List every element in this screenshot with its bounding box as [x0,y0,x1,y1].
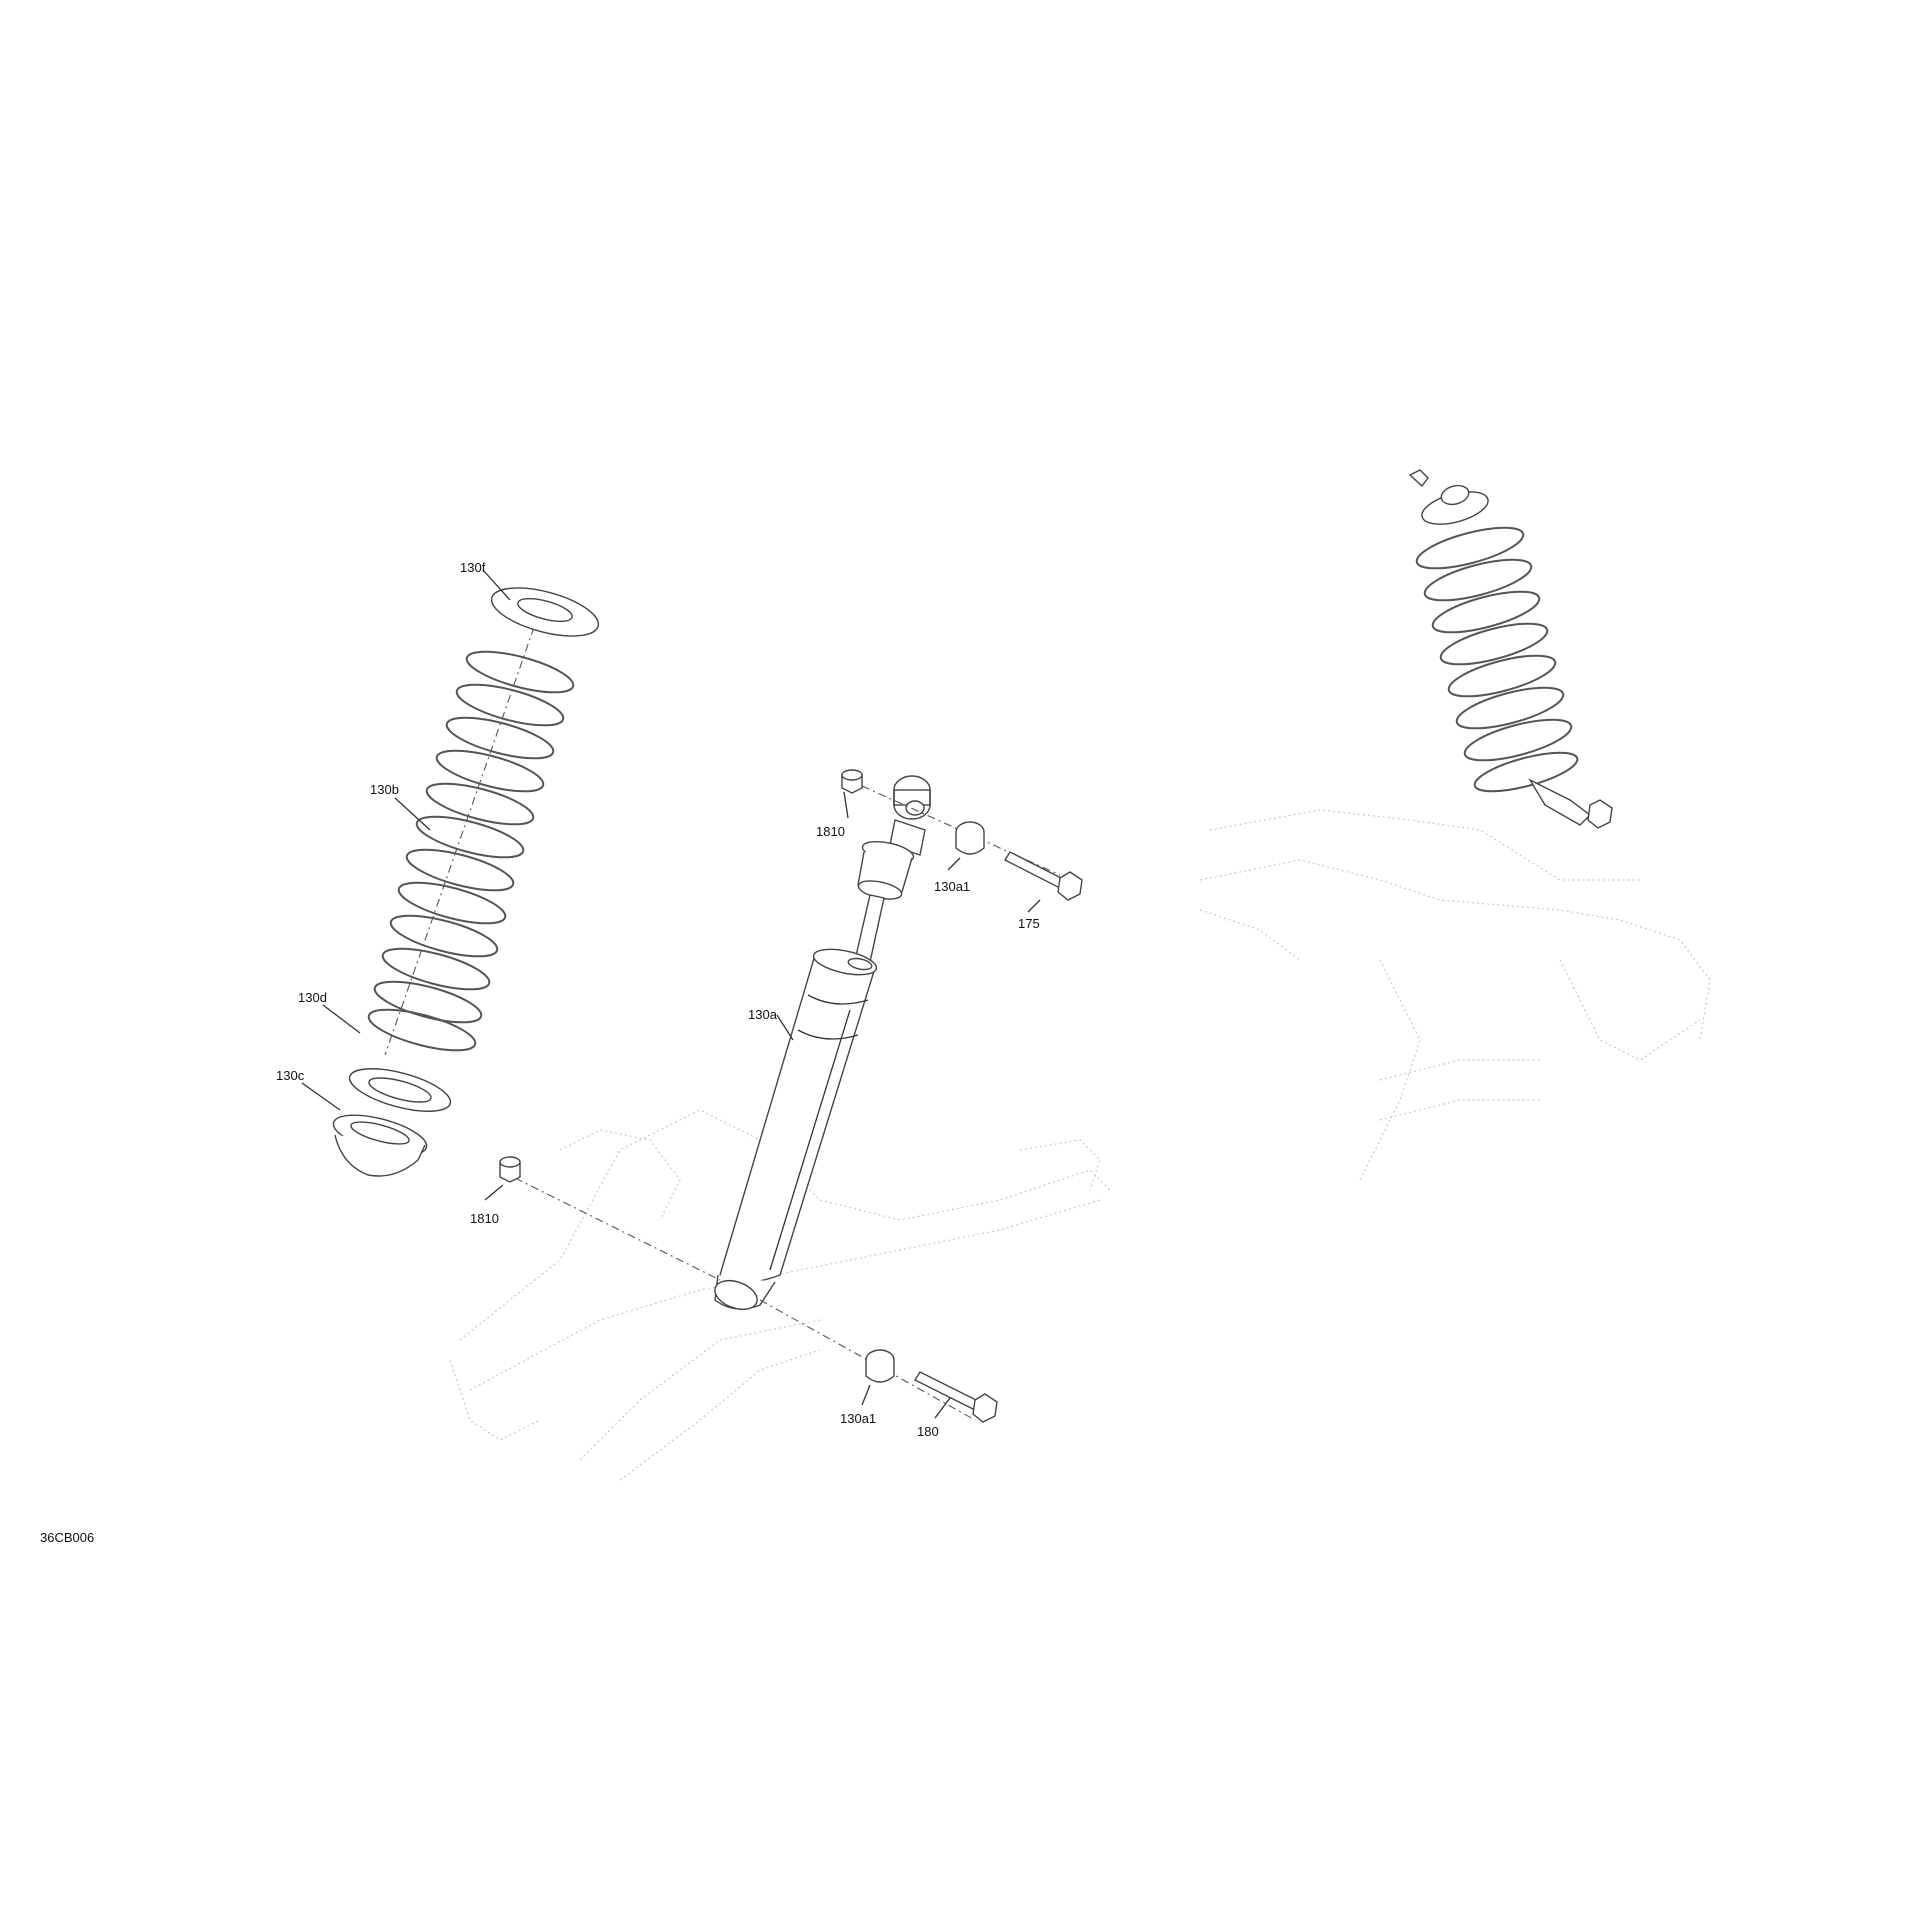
callout-1810-lower: 1810 [470,1211,499,1226]
spacer-130a1-upper [955,821,985,855]
callout-130a1-lower: 130a1 [840,1411,876,1426]
upper-retainer-130f [490,587,600,637]
callout-130a: 130a [748,1007,778,1022]
coil-spring-130b [367,650,575,1052]
callout-180: 180 [917,1424,939,1439]
callout-1810-upper: 1810 [816,824,845,839]
lower-spring-seat-130c [332,1114,428,1177]
spring-assembly-exploded [332,587,600,1177]
nut-1810-upper [841,769,863,794]
spring-washer-130d [348,1068,452,1112]
bolt-180 [913,1371,998,1423]
callout-130a1-upper: 130a1 [934,879,970,894]
swing-arm-ghost [449,1109,1111,1481]
shock-absorber-130a [714,775,931,1311]
spacer-130a1-lower [865,1349,895,1383]
bolt-175 [1004,851,1083,901]
callout-175: 175 [1018,916,1040,931]
drawing-reference-code: 36CB006 [40,1530,95,1545]
callout-130d: 130d [298,990,327,1005]
callout-130c: 130c [276,1068,305,1083]
callout-130f: 130f [460,560,486,575]
nut-1810-lower [499,1156,521,1183]
assembled-shock-view [1199,469,1711,1181]
callout-130b: 130b [370,782,399,797]
